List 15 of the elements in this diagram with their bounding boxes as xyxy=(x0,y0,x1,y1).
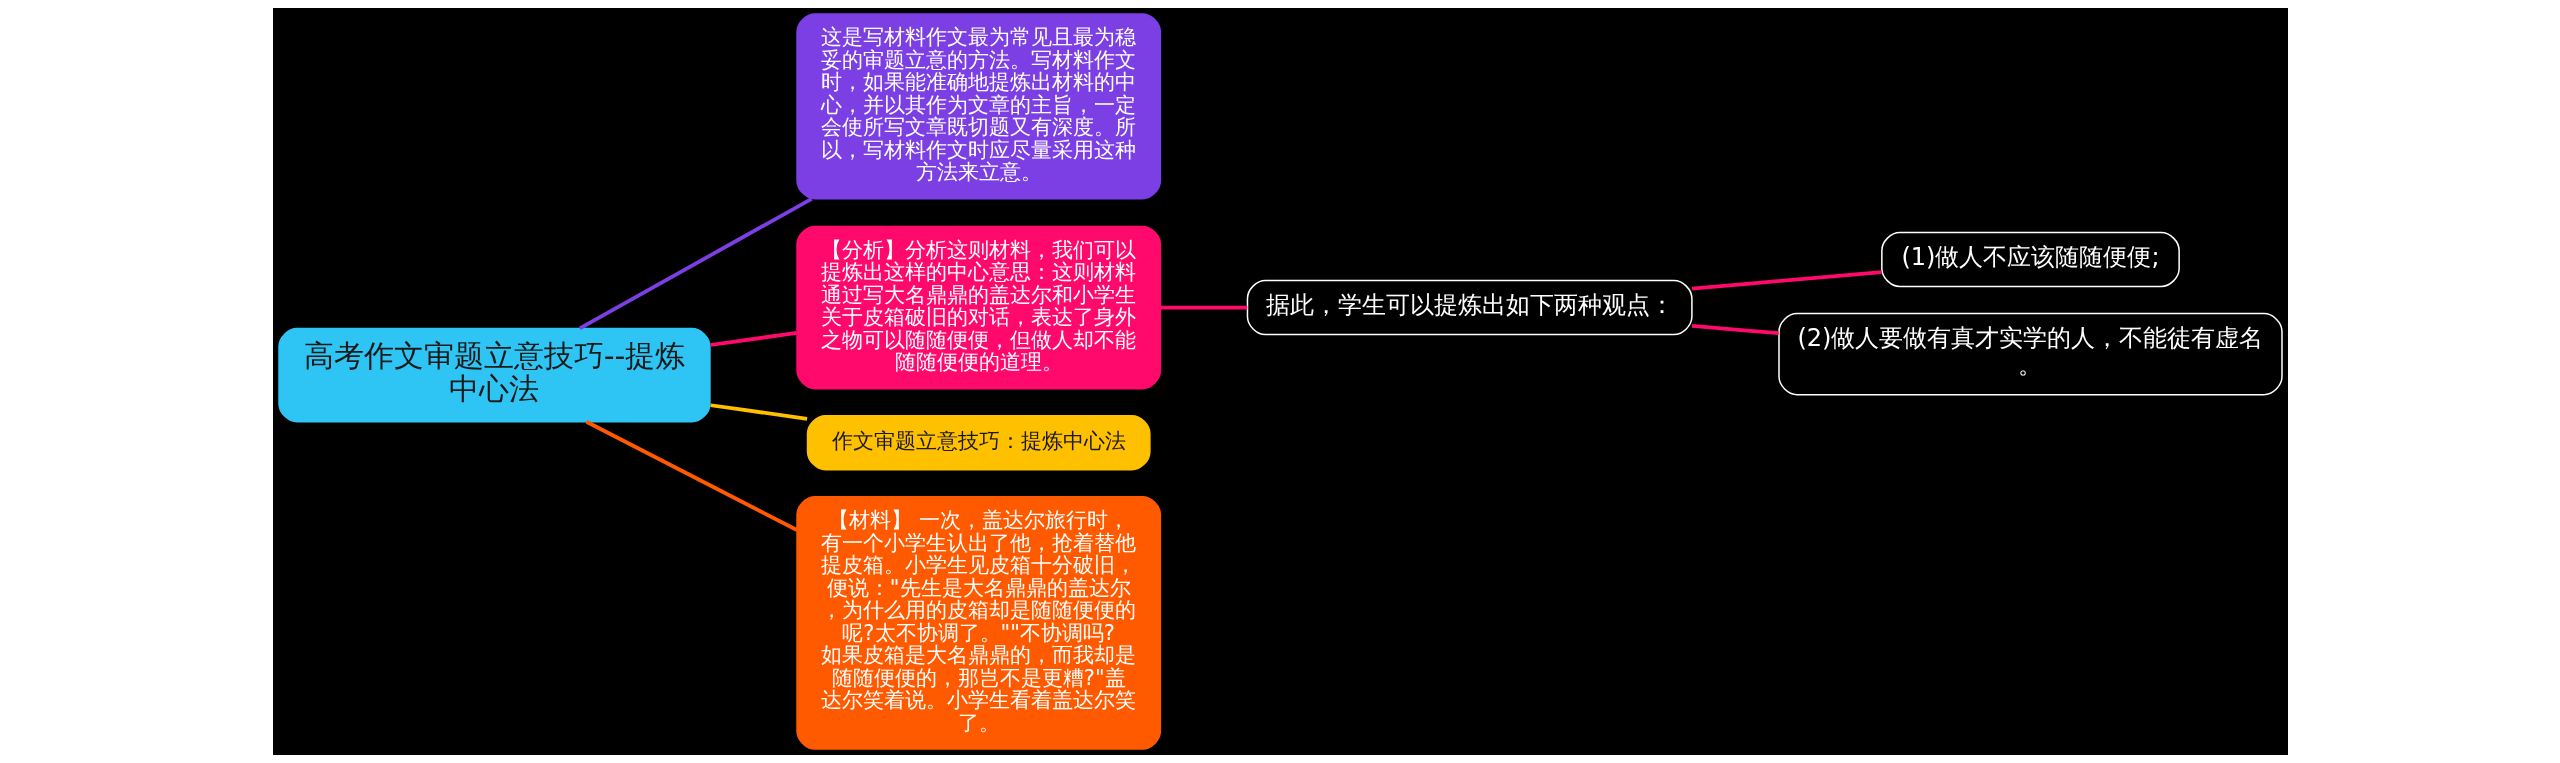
connector xyxy=(578,197,813,330)
connector xyxy=(1691,324,1779,336)
node-box: 这是写材料作文最为常见且最为稳妥的审题立意的方法。写材料作文时，如果能准确地提炼出材料的中心，并以其作为文章的主旨，一定会使所写文章既切题又有深度。所以，写材料作文时应尽量采用这种方法来立意。 xyxy=(795,13,1161,200)
node-box: 【分析】分析这则材料，我们可以提炼出这样的中心意思：这则材料通过写大名鼎鼎的盖达尔和小学生关于皮箱破旧的对话，表达了身外之物可以随随便便，但做人却不能随随便便的道理。 xyxy=(795,225,1161,390)
node-box: 据此，学生可以提炼出如下两种观点： xyxy=(1246,279,1693,336)
connector xyxy=(1691,270,1882,291)
node-box: 作文审题立意技巧：提炼中心法 xyxy=(806,414,1151,471)
node-box: (2)做人要做有真才实学的人，不能徒有虚名。 xyxy=(1777,312,2283,396)
connector xyxy=(1160,305,1247,310)
connector xyxy=(709,331,797,347)
node-box: 【材料】 一次，盖达尔旅行时，有一个小学生认出了他，抢着替他提皮箱。小学生见皮箱十分破旧，便说："先生是大名鼎鼎的盖达尔，为什么用的皮箱却是随随便便的呢?太不协调了。""不协调吗?如果皮箱是大名鼎鼎的，而我却是随随便便的，那岂不是更糟?"盖达尔笑着说。小学生看着盖达尔笑了。 xyxy=(795,496,1161,750)
connector xyxy=(709,403,807,421)
node-box: 高考作文审题立意技巧--提炼中心法 xyxy=(277,327,711,423)
node-box: (1)做人不应该随随便便; xyxy=(1880,231,2180,288)
connector xyxy=(585,420,798,532)
